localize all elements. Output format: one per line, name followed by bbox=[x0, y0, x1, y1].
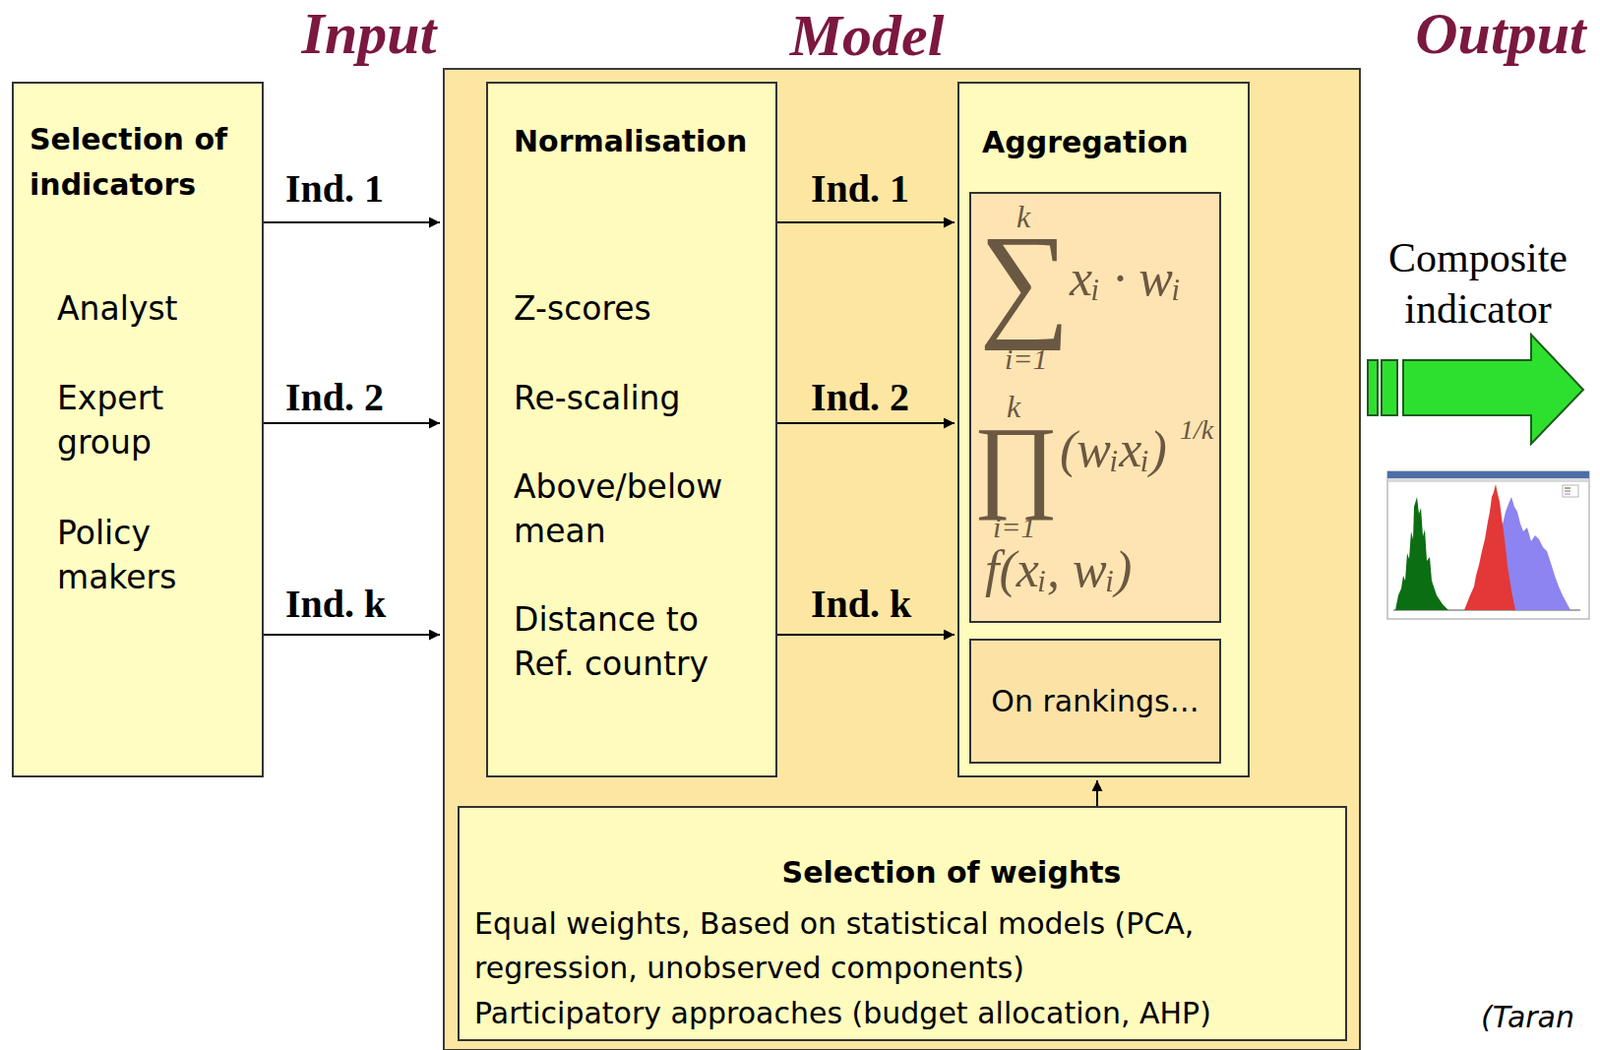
formula-operator: ∏ bbox=[973, 411, 1058, 515]
box-text: Participatory approaches (budget allocat… bbox=[474, 990, 1331, 1036]
box-heading: Aggregation bbox=[982, 123, 1189, 163]
box-text: On rankings… bbox=[975, 681, 1216, 722]
input-panel: Selection of indicatorsAnalystExpert gro… bbox=[11, 81, 264, 778]
edge-label: Ind. k bbox=[285, 582, 386, 626]
window-menubar bbox=[1388, 478, 1589, 483]
weights-box: Selection of weightsEqual weights, Based… bbox=[457, 805, 1348, 1042]
formula-term: f(xᵢ, wᵢ) bbox=[984, 544, 1132, 596]
formula-exponent: 1/k bbox=[1179, 416, 1214, 444]
list-item: Distance to Ref. country bbox=[513, 597, 750, 686]
flow-arrow bbox=[263, 633, 440, 636]
formula-term: (wᵢxᵢ) bbox=[1059, 424, 1168, 476]
edge-label: Ind. k bbox=[810, 582, 912, 626]
rankings-box: On rankings… bbox=[969, 638, 1222, 764]
output-caption: Composite indicator bbox=[1359, 232, 1597, 335]
window-frame bbox=[1387, 471, 1590, 619]
arrow-bar bbox=[1381, 360, 1398, 416]
formula-box: k∑xᵢ · wᵢi=1k∏(wᵢxᵢ)1/ki=1f(xᵢ, wᵢ) bbox=[969, 191, 1222, 623]
formula-limit: i=1 bbox=[1004, 344, 1048, 374]
legend-line bbox=[1564, 491, 1571, 493]
histogram-red bbox=[1464, 484, 1516, 611]
formula-operator: ∑ bbox=[979, 215, 1071, 344]
model-fill bbox=[442, 67, 1361, 1050]
legend-line bbox=[1564, 493, 1571, 495]
list-item: Policy makers bbox=[57, 510, 225, 600]
window-titlebar bbox=[1387, 471, 1590, 479]
section-heading: Output bbox=[1407, 1, 1595, 65]
flow-arrow bbox=[263, 221, 440, 224]
list-item: Z-scores bbox=[513, 286, 750, 331]
histogram-window bbox=[1387, 471, 1590, 619]
edge-label: Ind. 1 bbox=[810, 167, 910, 211]
histogram-green bbox=[1395, 496, 1449, 611]
output-arrow bbox=[1367, 334, 1584, 444]
box-heading: Normalisation bbox=[513, 122, 747, 162]
box-text: Equal weights, Based on statistical mode… bbox=[474, 901, 1331, 990]
list-item: Analyst bbox=[57, 286, 225, 331]
flow-arrow bbox=[777, 221, 955, 224]
box-heading: Selection of weights bbox=[754, 853, 1149, 893]
legend-line bbox=[1564, 488, 1571, 490]
flow-arrow bbox=[777, 633, 955, 636]
formula-limit: i=1 bbox=[992, 512, 1037, 543]
arrow-bar bbox=[1367, 360, 1378, 416]
histogram-legend bbox=[1562, 485, 1579, 497]
arrow-shape bbox=[1403, 334, 1584, 444]
flow-arrow bbox=[777, 422, 955, 425]
source-note: (Taran bbox=[1480, 997, 1575, 1038]
box-heading: Selection of indicators bbox=[29, 117, 258, 208]
model-panel: ModelNormalisationZ-scoresRe-scalingAbov… bbox=[442, 67, 1361, 1050]
list-item: Re-scaling bbox=[513, 375, 750, 421]
edge-label: Ind. 1 bbox=[285, 167, 384, 211]
list-item: Above/below mean bbox=[513, 464, 750, 554]
normalisation-box: NormalisationZ-scoresRe-scalingAbove/bel… bbox=[486, 81, 778, 778]
flow-arrow bbox=[1096, 780, 1099, 806]
flow-arrow bbox=[263, 422, 440, 425]
formula-term: xᵢ · wᵢ bbox=[1069, 252, 1181, 305]
section-heading: Input bbox=[295, 1, 443, 65]
edge-label: Ind. 2 bbox=[285, 375, 384, 420]
aggregation-box: Aggregationk∑xᵢ · wᵢi=1k∏(wᵢxᵢ)1/ki=1f(x… bbox=[957, 81, 1250, 778]
list-item: Expert group bbox=[57, 375, 225, 465]
edge-label: Ind. 2 bbox=[810, 375, 910, 420]
section-heading: Model bbox=[768, 3, 966, 67]
